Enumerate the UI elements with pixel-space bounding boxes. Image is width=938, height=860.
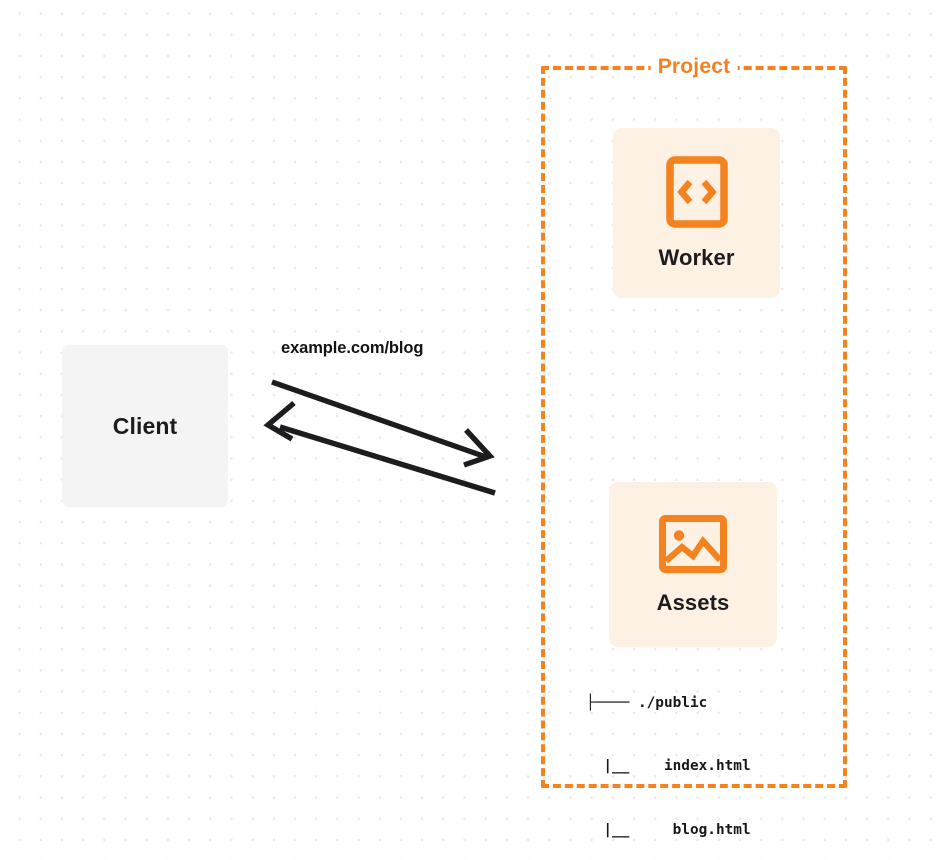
assets-file-tree: ├──── ./public |__ index.html |__ blog.h…: [586, 650, 751, 860]
file-tree-line: |__ index.html: [586, 758, 751, 775]
edge-label-request-url: example.com/blog: [281, 339, 424, 357]
node-assets[interactable]: Assets: [609, 482, 777, 647]
file-tree-line: |__ blog.html: [586, 822, 751, 839]
image-picture-icon: [659, 514, 727, 573]
node-client-label: Client: [112, 412, 178, 439]
container-project-title: Project: [650, 55, 738, 79]
node-worker-label: Worker: [658, 245, 735, 270]
code-brackets-icon: [665, 156, 728, 228]
node-client[interactable]: Client: [62, 345, 228, 507]
edge-arrows: [263, 379, 496, 496]
node-assets-label: Assets: [656, 589, 730, 615]
node-worker[interactable]: Worker: [613, 128, 780, 298]
container-project: Project: [541, 55, 847, 788]
file-tree-line: ├──── ./public: [586, 694, 708, 711]
arrow-response-project-to-client: [263, 400, 496, 496]
arrow-request-client-to-project: [271, 379, 495, 468]
